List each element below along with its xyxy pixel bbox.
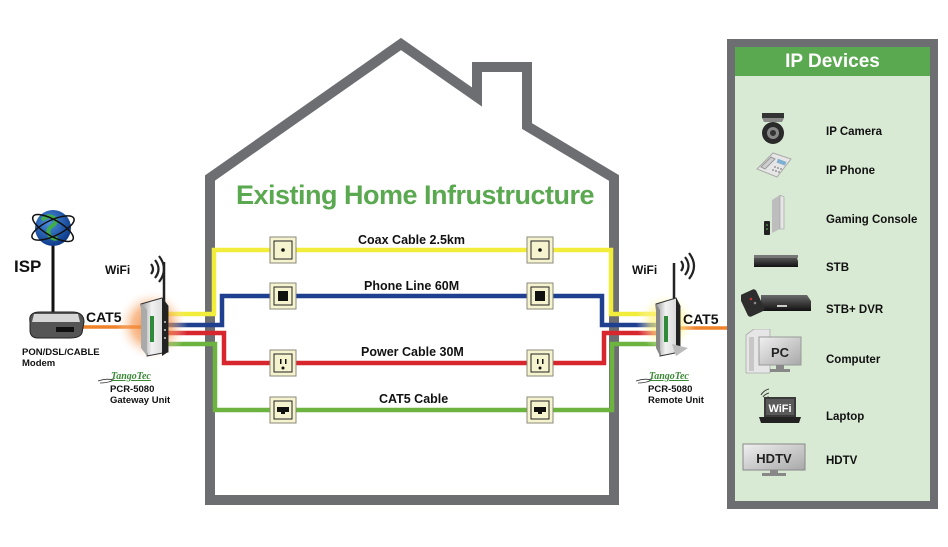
device-label-computer: Computer (826, 354, 881, 366)
remote-cat5-label: CAT5 (683, 311, 719, 327)
gateway-unit-model: PCR-5080 (110, 384, 155, 395)
isp-globe-icon (31, 210, 75, 315)
gateway-brand-logo: TangoTec (111, 371, 151, 382)
outlet-ethernet-right-icon (526, 396, 554, 424)
cable-label-coax: Coax Cable 2.5km (358, 233, 465, 247)
house-outline (205, 37, 619, 505)
hdtv-icon: HDTV (742, 443, 808, 484)
gateway-wifi-label: WiFi (105, 263, 131, 277)
ip-devices-title: IP Devices (735, 47, 930, 76)
outlet-phone-right-icon (526, 282, 554, 310)
remote-router-icon (655, 263, 688, 357)
outlet-power-left-icon (269, 349, 297, 377)
computer-icon: PC (744, 328, 804, 380)
device-label-stb: STB (826, 262, 849, 274)
outlet-coax-right-icon (526, 236, 554, 264)
laptop-icon-text: WiFi (768, 403, 791, 415)
outlet-phone-left-icon (269, 282, 297, 310)
ip-camera-icon (758, 113, 788, 150)
modem-label-line2: Modem (22, 358, 56, 369)
laptop-icon: WiFi (755, 387, 803, 430)
house-title: Existing Home Infrustructure (236, 180, 595, 210)
outlet-coax-left-icon (269, 236, 297, 264)
modem-icon (29, 311, 85, 339)
device-label-laptop: Laptop (826, 411, 865, 423)
cable-phone (168, 293, 658, 328)
ip-devices-panel-body: IP Devices IP Camera (735, 47, 930, 501)
cable-label-phone: Phone Line 60M (364, 279, 460, 293)
isp-label: ISP (14, 257, 42, 276)
cable-label-cat5: CAT5 Cable (379, 392, 449, 406)
device-label-ip-camera: IP Camera (826, 126, 883, 138)
modem-label-line1: PON/DSL/CABLE (22, 347, 100, 358)
gateway-router-icon (140, 262, 169, 357)
gateway-unit-name: Gateway Unit (110, 395, 171, 406)
gateway-cat5-label: CAT5 (86, 309, 122, 325)
remote-brand-logo: TangoTec (649, 371, 689, 382)
set-top-box-icon (752, 253, 800, 274)
device-label-gaming-console: Gaming Console (826, 214, 918, 226)
device-label-hdtv: HDTV (826, 455, 858, 467)
outlet-ethernet-left-icon (269, 396, 297, 424)
cable-label-power: Power Cable 30M (361, 345, 464, 359)
gaming-console-icon (762, 194, 788, 242)
device-label-ip-phone: IP Phone (826, 165, 875, 177)
cable-ethernet (168, 341, 658, 413)
remote-unit-name: Remote Unit (648, 395, 704, 406)
remote-wifi-label: WiFi (632, 263, 658, 277)
outlet-power-right-icon (526, 349, 554, 377)
ip-phone-icon (753, 151, 793, 184)
cable-power (168, 330, 658, 366)
remote-unit-model: PCR-5080 (648, 384, 693, 395)
remote-brand-swoosh (635, 378, 653, 384)
ip-devices-panel: IP Devices IP Camera (727, 39, 938, 509)
device-label-stb-dvr: STB+ DVR (826, 304, 884, 316)
hdtv-icon-text: HDTV (756, 451, 792, 466)
stb-dvr-icon (739, 287, 813, 322)
computer-icon-text: PC (771, 345, 790, 360)
gateway-brand-swoosh (97, 378, 115, 384)
cable-coax (168, 247, 658, 317)
gateway-wifi-signal-icon (150, 255, 166, 283)
remote-wifi-signal-icon (680, 252, 696, 280)
